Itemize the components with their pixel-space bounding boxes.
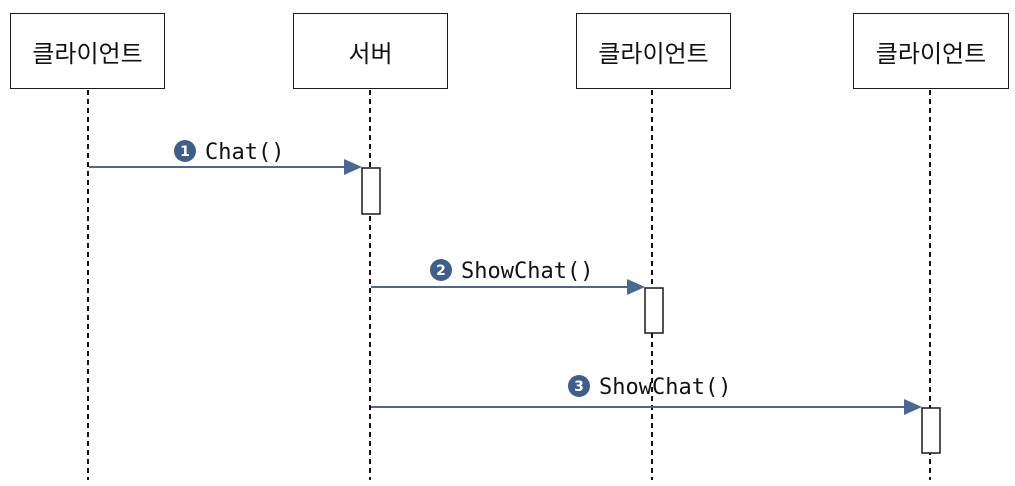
step-number-3: 3 <box>574 379 584 395</box>
step-number-1: 1 <box>180 144 190 160</box>
step-badge-2 <box>430 259 452 281</box>
step-badge-1 <box>174 140 196 162</box>
step-number-2: 2 <box>436 263 446 279</box>
activation-server <box>361 167 381 215</box>
activation-client-2 <box>644 287 664 334</box>
message-label-1: Chat() <box>205 140 284 165</box>
participant-label: 클라이언트 <box>32 39 143 68</box>
message-label-3: ShowChat() <box>599 375 731 400</box>
participant-label: 서버 <box>348 39 393 68</box>
participant-server: 서버 <box>293 13 448 89</box>
message-label-2: ShowChat() <box>461 259 593 284</box>
participant-client-3: 클라이언트 <box>853 13 1009 89</box>
arrowhead-3 <box>904 399 922 415</box>
arrowhead-1 <box>344 159 362 175</box>
participant-client-2: 클라이언트 <box>576 13 731 89</box>
participant-label: 클라이언트 <box>875 39 987 68</box>
step-badge-3 <box>568 375 590 397</box>
participant-label: 클라이언트 <box>598 39 709 68</box>
participant-client-1: 클라이언트 <box>10 13 165 89</box>
arrowhead-2 <box>627 279 645 295</box>
activation-client-3 <box>921 407 941 454</box>
